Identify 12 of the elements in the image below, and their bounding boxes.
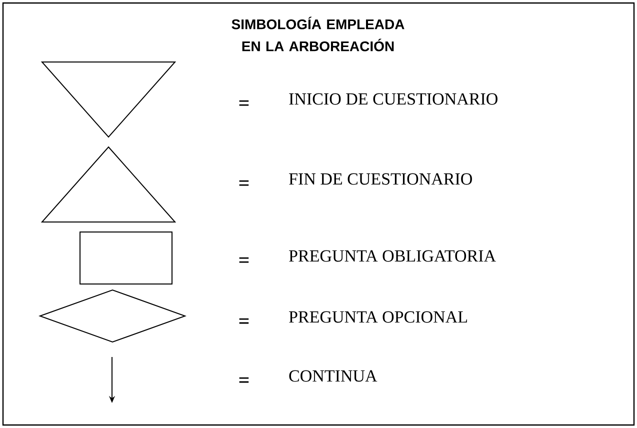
legend-text: FIN DE CUESTIONARIO [289,173,472,185]
title: SIMBOLOGÍA EMPLEADA EN LA ARBOREACIÓN [232,16,404,52]
rectangle-symbol [80,232,172,284]
equals-sign: = [239,257,249,263]
legend-text: CONTINUA [289,370,378,382]
equals-sign: = [239,377,249,383]
equals-sign: = [239,180,249,186]
equals-sign: = [239,318,249,324]
legend-text: PREGUNTA OPCIONAL [289,311,467,323]
legend-text: INICIO DE CUESTIONARIO [289,93,498,105]
legend-text: PREGUNTA OBLIGATORIA [289,250,496,262]
equals-sign: = [239,100,249,106]
